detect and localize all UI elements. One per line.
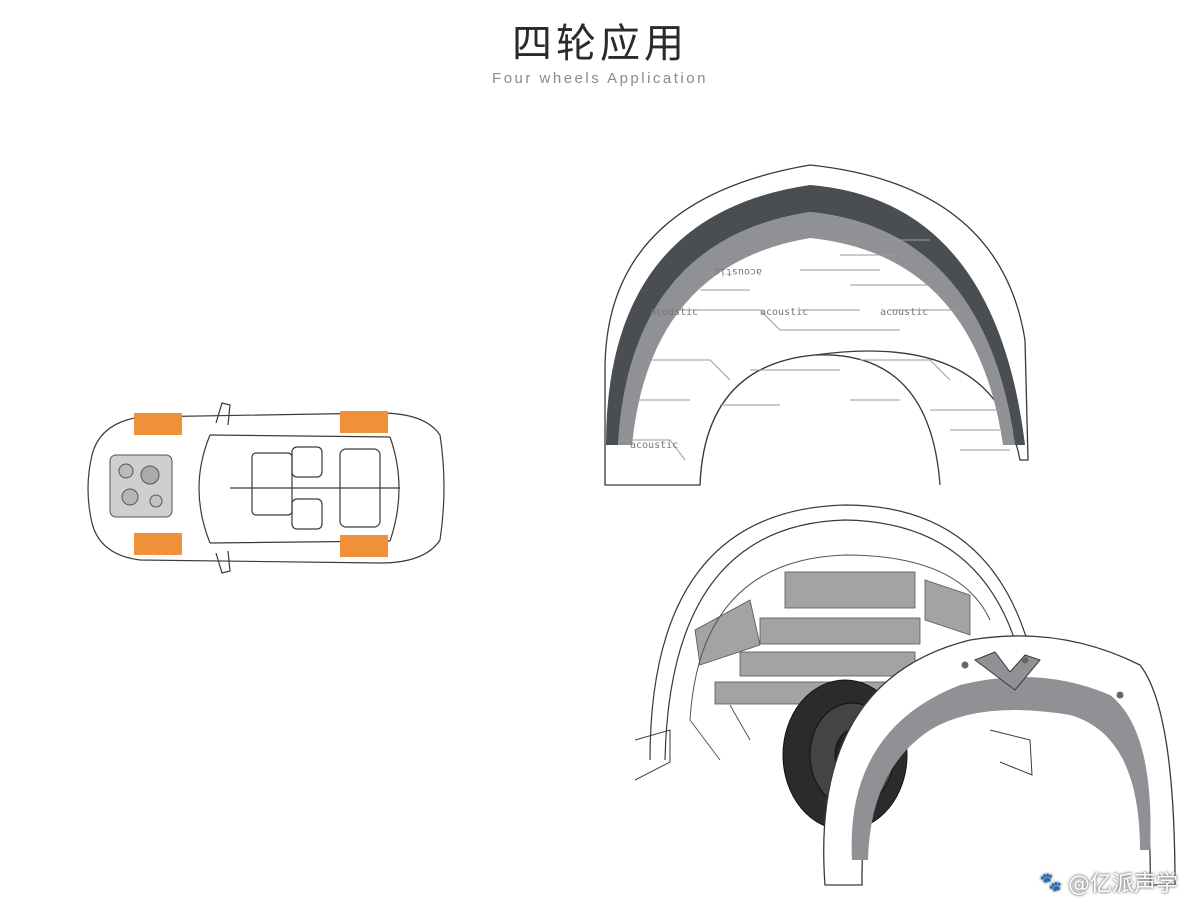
wheel-well-assembly	[634, 504, 1176, 886]
liner-label: acoustic	[650, 307, 698, 318]
fender-flare-inner	[851, 677, 1151, 860]
wheel-highlight-front-left	[134, 413, 182, 435]
liner-inner-cutout	[699, 354, 941, 486]
car-top-view	[87, 402, 445, 574]
wheel-highlight-rear-left	[340, 411, 388, 433]
wheel-highlight-front-right	[134, 533, 182, 555]
paw-icon: 🐾	[1039, 871, 1062, 893]
liner-label: acoustic	[760, 307, 808, 318]
car-sunroof	[251, 452, 293, 516]
liner-pattern	[620, 239, 1010, 461]
watermark-text: @亿派声学	[1067, 872, 1178, 897]
watermark: 🐾 @亿派声学	[1040, 866, 1178, 898]
liner-dark-band	[606, 185, 1025, 445]
wheel-arch-liner: acoustic acoustic acoustic acoustic acou…	[604, 164, 1029, 486]
car-windshield	[198, 434, 211, 544]
wheel-highlight-rear-right	[340, 535, 388, 557]
liner-label: acoustic	[630, 440, 678, 451]
liner-label: acoustic	[880, 307, 928, 318]
bolt-icon	[1116, 691, 1124, 699]
car-rear-window	[389, 436, 400, 542]
car-engine	[109, 454, 173, 518]
wheel-well-outer-arch	[649, 504, 1031, 761]
page-title: 四轮应用	[512, 21, 688, 67]
car-mirror-top	[215, 402, 231, 426]
title-block: 四轮应用 Four wheels Application	[0, 18, 1200, 87]
bolt-icon	[961, 661, 969, 669]
liner-mid-band	[618, 212, 1015, 445]
liner-label: acoustic	[714, 266, 762, 277]
car-mirror-bottom	[215, 550, 231, 574]
car-body-outline	[87, 412, 445, 564]
page-subtitle: Four wheels Application	[492, 70, 708, 87]
bolt-icon	[1021, 656, 1029, 664]
